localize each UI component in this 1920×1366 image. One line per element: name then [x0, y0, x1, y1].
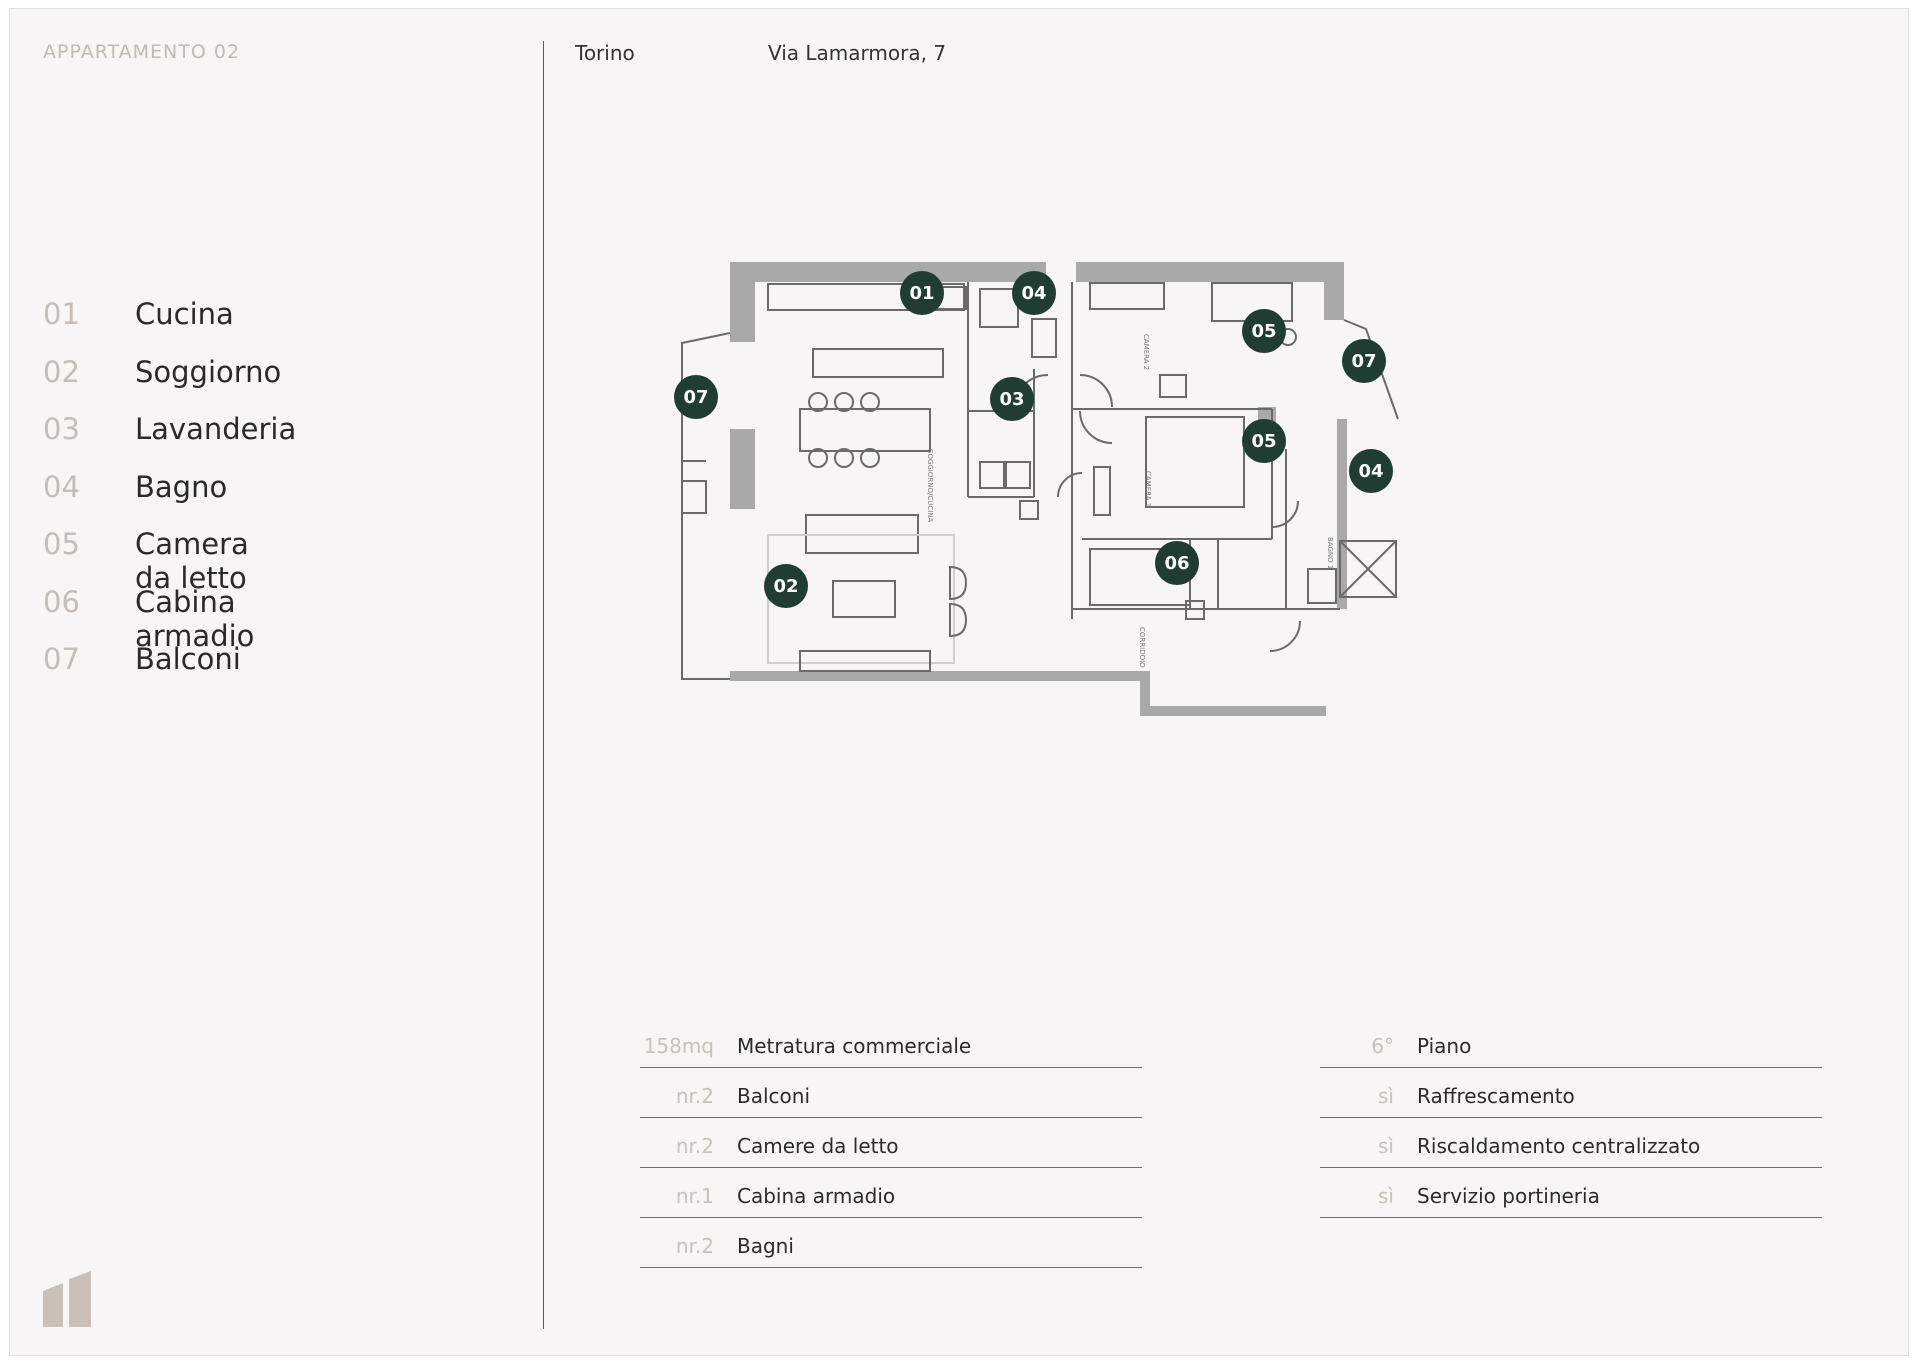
- room-marker: 07: [674, 375, 718, 419]
- legend-number: 07: [43, 642, 80, 676]
- brochure-sheet: APPARTAMENTO 02 01 Cucina 02 Soggiorno 0…: [9, 8, 1909, 1356]
- spec-label: Cabina armadio: [737, 1184, 896, 1208]
- legend-label: Soggiorno: [135, 354, 282, 389]
- room-label: CAMERA 1: [1144, 471, 1152, 508]
- spec-value: nr.1: [675, 1184, 714, 1208]
- spec-label: Bagni: [737, 1234, 794, 1258]
- spec-row: 6° Piano: [1320, 1018, 1822, 1068]
- spec-value: nr.2: [675, 1134, 714, 1158]
- legend-number: 03: [43, 412, 80, 446]
- address-label: Via Lamarmora, 7: [768, 41, 947, 65]
- room-label: CORRIDOIO: [1138, 627, 1146, 668]
- legend-number: 04: [43, 469, 80, 504]
- specs-right: 6° Piano sì Raffrescamento sì Riscaldame…: [1320, 1018, 1822, 1218]
- legend-label: Bagno: [135, 469, 228, 504]
- spec-label: Riscaldamento centralizzato: [1417, 1134, 1701, 1158]
- floor-plan-drawing: [681, 262, 1399, 716]
- room-label: SOGGIORNO/CUCINA: [926, 449, 934, 523]
- room-label: BAGNO 1: [1326, 537, 1334, 570]
- legend-label: Camera da letto: [135, 527, 249, 595]
- specs-left: 158mq Metratura commerciale nr.2 Balconi…: [640, 1018, 1142, 1268]
- room-marker: 07: [1342, 339, 1386, 383]
- legend-number: 02: [43, 354, 80, 389]
- room-marker: 04: [1012, 271, 1056, 315]
- spec-value: sì: [1378, 1134, 1394, 1158]
- room-marker: 04: [1349, 449, 1393, 493]
- spec-row: nr.2 Balconi: [640, 1068, 1142, 1118]
- floor-plan: 01 04 05 07 07 03 05 04 06 02 SOGGIORNO/…: [650, 249, 1430, 723]
- room-marker: 05: [1242, 419, 1286, 463]
- legend-number: 06: [43, 584, 80, 619]
- spec-row: 158mq Metratura commerciale: [640, 1018, 1142, 1068]
- spec-label: Servizio portineria: [1417, 1184, 1600, 1208]
- legend-label: Balconi: [135, 642, 241, 676]
- spec-label: Balconi: [737, 1084, 810, 1108]
- legend-label: Cucina: [135, 297, 234, 331]
- room-marker: 03: [990, 377, 1034, 421]
- room-marker: 05: [1242, 309, 1286, 353]
- room-marker: 02: [764, 564, 808, 608]
- room-label: CAMERA 2: [1142, 334, 1150, 371]
- legend-label: Lavanderia: [135, 412, 297, 446]
- legend-number: 05: [43, 527, 80, 561]
- spec-value: sì: [1378, 1084, 1394, 1108]
- spec-value: 158mq: [643, 1034, 714, 1058]
- room-marker: 01: [900, 271, 944, 315]
- spec-row: sì Riscaldamento centralizzato: [1320, 1118, 1822, 1168]
- apartment-title: APPARTAMENTO 02: [43, 41, 241, 63]
- city-label: Torino: [575, 41, 635, 65]
- spec-value: nr.2: [675, 1234, 714, 1258]
- spec-row: nr.1 Cabina armadio: [640, 1168, 1142, 1218]
- spec-label: Camere da letto: [737, 1134, 899, 1158]
- spec-value: nr.2: [675, 1084, 714, 1108]
- spec-row: nr.2 Camere da letto: [640, 1118, 1142, 1168]
- legend-label: Cabina armadio: [135, 584, 255, 653]
- spec-row: sì Servizio portineria: [1320, 1168, 1822, 1218]
- spec-row: nr.2 Bagni: [640, 1218, 1142, 1268]
- spec-value: sì: [1378, 1184, 1394, 1208]
- spec-label: Metratura commerciale: [737, 1034, 972, 1058]
- vertical-divider: [543, 41, 544, 1329]
- spec-label: Raffrescamento: [1417, 1084, 1575, 1108]
- spec-label: Piano: [1417, 1034, 1472, 1058]
- room-marker: 06: [1155, 541, 1199, 585]
- brand-logo-icon: [43, 1271, 93, 1331]
- spec-value: 6°: [1371, 1034, 1394, 1058]
- spec-row: sì Raffrescamento: [1320, 1068, 1822, 1118]
- legend-number: 01: [43, 297, 80, 331]
